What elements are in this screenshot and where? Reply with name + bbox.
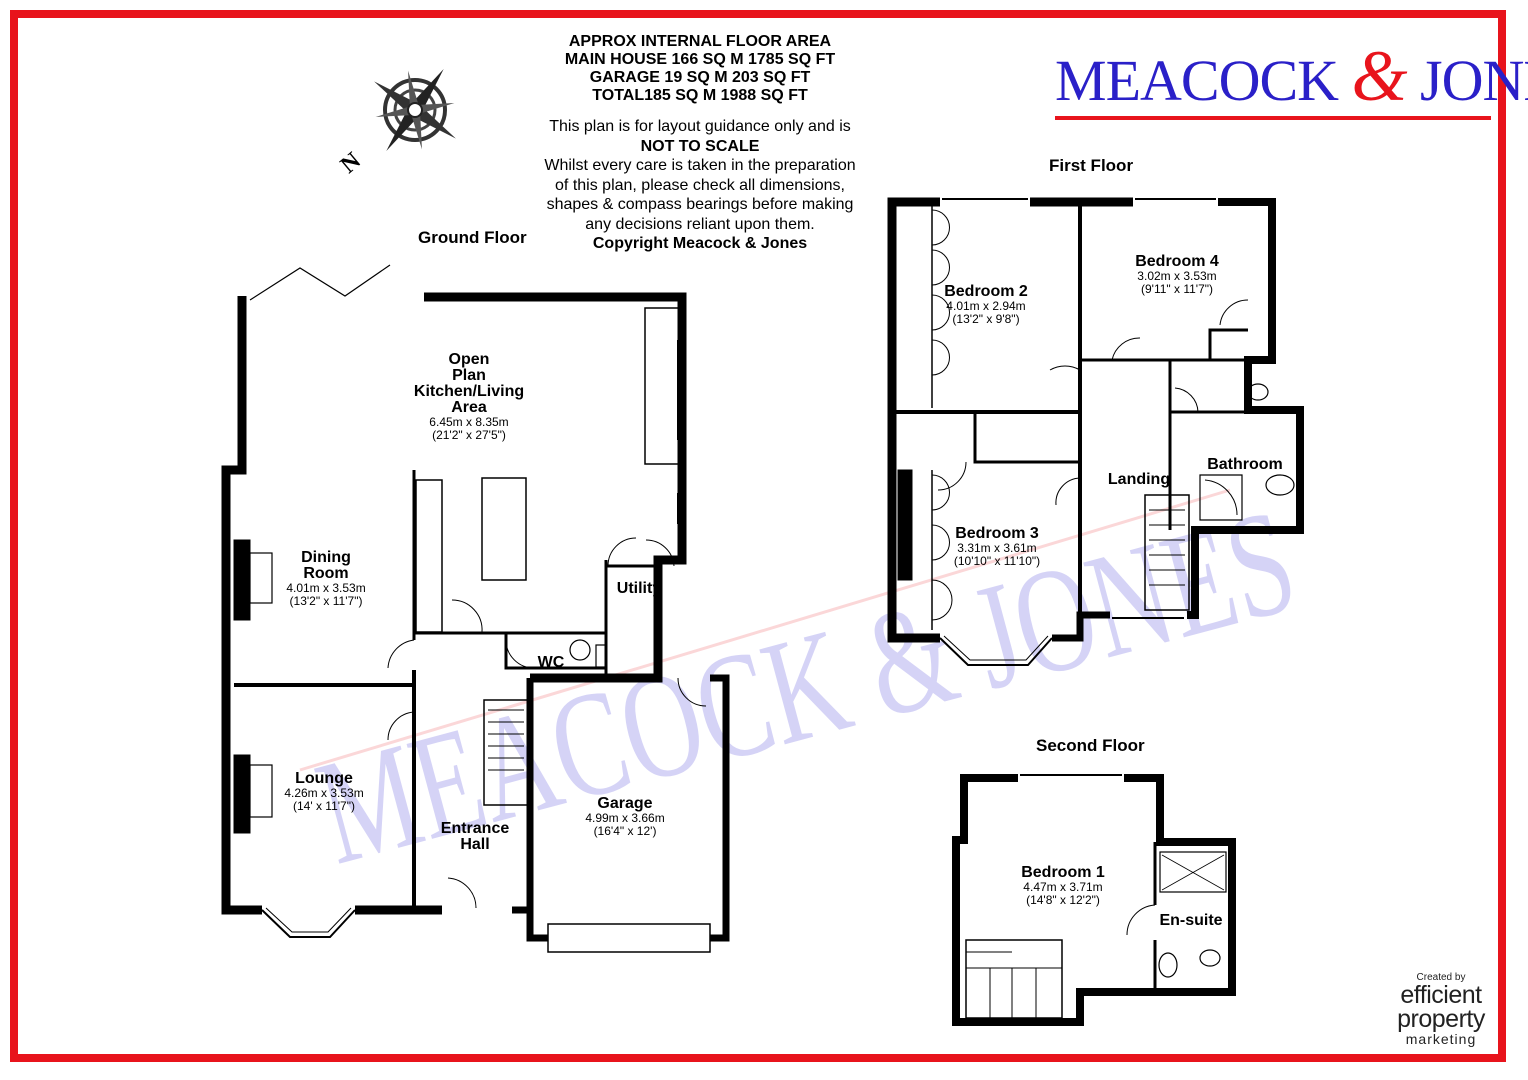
room-bedroom-3: Bedroom 3 3.31m x 3.61m (10'10" x 11'10"… (954, 526, 1040, 568)
room-bedroom-1: Bedroom 1 4.47m x 3.71m (14'8" x 12'2") (1021, 865, 1105, 907)
logo-ampersand: & (1351, 36, 1408, 116)
room-bedroom-2: Bedroom 2 4.01m x 2.94m (13'2" x 9'8") (944, 284, 1028, 326)
compass-rose-icon (374, 69, 456, 151)
room-landing: Landing (1108, 472, 1170, 488)
meacock-jones-logo: MEACOCK & JONES (1055, 40, 1528, 113)
room-dining: Dining Room 4.01m x 3.53m (13'2" x 11'7"… (286, 550, 365, 608)
credit-brand-3: marketing (1405, 1031, 1477, 1047)
room-metric: 4.01m x 2.94m (946, 299, 1026, 313)
room-name: Bedroom 3 (955, 525, 1039, 542)
room-name: Garage (597, 795, 653, 812)
logo-part-2: JONES (1420, 48, 1528, 113)
room-metric: 3.02m x 3.53m (1137, 269, 1217, 283)
room-metric: 6.45m x 8.35m (429, 415, 509, 429)
header-info-block: APPROX INTERNAL FLOOR AREA MAIN HOUSE 16… (480, 33, 920, 254)
main-house-area: MAIN HOUSE 166 SQ M 1785 SQ FT (564, 51, 836, 68)
room-name: Bedroom 2 (944, 283, 1028, 300)
logo-part-1: MEACOCK (1055, 48, 1352, 113)
room-imperial: (10'10" x 11'10") (953, 554, 1041, 568)
logo-underline (1055, 116, 1491, 120)
copyright-note: Copyright Meacock & Jones (592, 235, 808, 252)
disclaimer-line-5: shapes & compass bearings before making (546, 196, 854, 213)
room-metric: 4.01m x 3.53m (286, 581, 366, 595)
first-floor-plan (887, 197, 1304, 666)
room-imperial: (13'2" x 9'8") (952, 312, 1020, 326)
red-border-frame (10, 10, 1506, 1062)
disclaimer-line-6: any decisions reliant upon them. (585, 215, 815, 233)
area-title: APPROX INTERNAL FLOOR AREA (568, 33, 832, 50)
room-bathroom: Bathroom (1207, 457, 1283, 473)
disclaimer-line-1: This plan is for layout guidance only an… (549, 118, 851, 135)
room-bedroom-4: Bedroom 4 3.02m x 3.53m (9'11" x 11'7") (1135, 254, 1219, 296)
credit-brand-1: efficient (1400, 981, 1482, 1009)
not-to-scale-note: NOT TO SCALE (640, 137, 760, 155)
room-lounge: Lounge 4.26m x 3.53m (14' x 11'7") (284, 771, 363, 813)
room-garage: Garage 4.99m x 3.66m (16'4" x 12') (585, 796, 664, 838)
room-imperial: (14'8" x 12'2") (1026, 893, 1100, 907)
room-name: Bedroom 4 (1135, 253, 1219, 270)
room-name: En-suite (1159, 912, 1223, 929)
room-imperial: (21'2" x 27'5") (432, 428, 506, 442)
room-utility: Utility (617, 581, 661, 597)
room-metric: 4.47m x 3.71m (1023, 880, 1103, 894)
ground-floor-label: Ground Floor (418, 228, 527, 247)
second-floor-plan (952, 774, 1236, 1026)
first-floor-label: First Floor (1049, 156, 1134, 175)
room-name: Open Plan Kitchen/Living Area (413, 351, 525, 416)
room-imperial: (16'4" x 12') (593, 824, 657, 838)
ground-floor-plan (221, 264, 730, 953)
room-name: Landing (1107, 471, 1171, 488)
garage-area: GARAGE 19 SQ M 203 SQ FT (589, 69, 811, 86)
room-name: Bathroom (1207, 456, 1283, 473)
total-area: TOTAL185 SQ M 1988 SQ FT (592, 87, 808, 104)
room-metric: 3.31m x 3.61m (957, 541, 1037, 555)
room-name: Utility (616, 580, 662, 597)
room-name: Entrance Hall (440, 820, 510, 853)
disclaimer-line-3: Whilst every care is taken in the prepar… (544, 157, 856, 174)
created-by-label: Created by (1416, 972, 1466, 983)
room-name: Lounge (295, 770, 353, 787)
room-name: WC (537, 654, 565, 671)
room-imperial: (13'2" x 11'7") (289, 594, 363, 608)
room-wc: WC (538, 655, 565, 671)
room-imperial: (14' x 11'7") (293, 799, 355, 813)
second-floor-label: Second Floor (1036, 736, 1145, 755)
credit-brand-2: property (1397, 1005, 1485, 1033)
room-metric: 4.26m x 3.53m (284, 786, 364, 800)
room-imperial: (9'11" x 11'7") (1140, 282, 1214, 296)
room-metric: 4.99m x 3.66m (585, 811, 665, 825)
room-entrance-hall: Entrance Hall (441, 821, 509, 853)
room-ensuite: En-suite (1159, 913, 1222, 929)
efficient-property-credit: Created by efficient property marketing (1386, 972, 1496, 1047)
disclaimer-line-4: of this plan, please check all dimension… (555, 176, 845, 194)
room-name: Dining Room (301, 549, 351, 582)
room-name: Bedroom 1 (1021, 864, 1105, 881)
room-kitchen-living: Open Plan Kitchen/Living Area 6.45m x 8.… (414, 352, 524, 442)
compass-north-label: N (336, 147, 367, 178)
